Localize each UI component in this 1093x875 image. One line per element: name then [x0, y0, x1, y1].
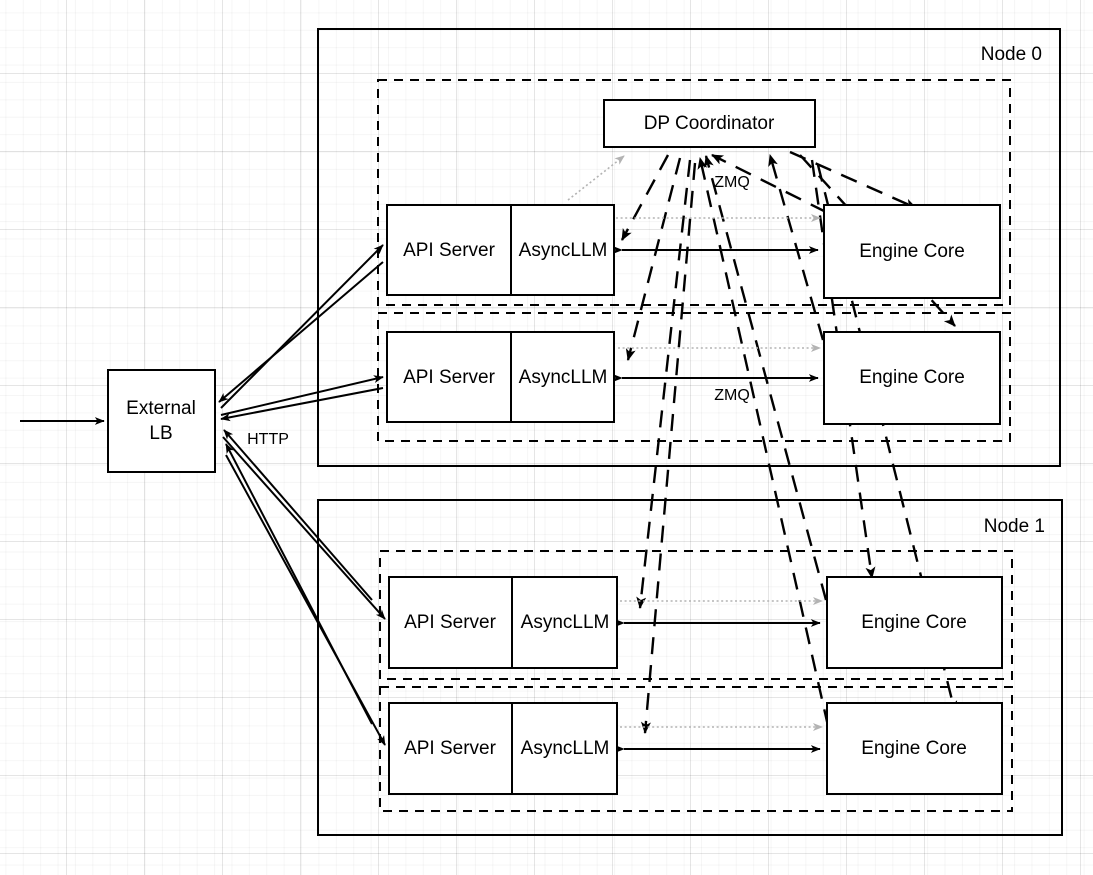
- async-llm-node-n0r1[interactable]: AsyncLLM: [510, 331, 615, 423]
- edge-coordinator-to-asyncllm-n0r1: [625, 157, 682, 361]
- engine-core-node-n1r1[interactable]: Engine Core: [826, 702, 1003, 795]
- api-server-node-n1r0[interactable]: API Server: [388, 576, 513, 669]
- engine-core-node-n1r0[interactable]: Engine Core: [826, 576, 1003, 669]
- async-llm-label: AsyncLLM: [521, 612, 610, 633]
- edge-api-n1r0-to-lb: [223, 429, 373, 601]
- node-1-replica-1-group: [379, 686, 1013, 812]
- node-0-container: Node 0: [317, 28, 1061, 467]
- node-1-label: Node 1: [984, 516, 1045, 537]
- engine-core-node-n0r1[interactable]: Engine Core: [823, 331, 1001, 425]
- engine-core-label: Engine Core: [861, 612, 967, 633]
- node-0-label: Node 0: [981, 44, 1042, 65]
- async-llm-label: AsyncLLM: [521, 738, 610, 759]
- api-server-node-n0r1[interactable]: API Server: [386, 331, 512, 423]
- async-llm-node-n1r1[interactable]: AsyncLLM: [511, 702, 618, 795]
- edge-api-n1r1-to-lb: [225, 443, 373, 725]
- edge-dotted-asyncllm-to-coordinator-n0r0: [567, 155, 625, 201]
- edge-lb-to-api-n0r0: [220, 244, 384, 409]
- dp-coordinator-label: DP Coordinator: [644, 113, 775, 134]
- async-llm-label: AsyncLLM: [519, 367, 608, 388]
- external-lb-label-line2: LB: [149, 423, 172, 444]
- api-server-label: API Server: [403, 240, 496, 261]
- edge-coordinator-to-engine-n0r0: [789, 150, 917, 210]
- api-server-node-n0r0[interactable]: API Server: [386, 204, 512, 296]
- async-llm-label: AsyncLLM: [519, 240, 608, 261]
- dp-coordinator-node[interactable]: DP Coordinator: [603, 99, 816, 148]
- zmq-label-coordinator: ZMQ: [714, 174, 750, 191]
- edge-coordinator-to-asyncllm-n0r0: [620, 154, 670, 241]
- zmq-label-n0r1: ZMQ: [714, 387, 750, 404]
- async-llm-node-n0r0[interactable]: AsyncLLM: [510, 204, 615, 296]
- node-0-replica-0-group: [377, 79, 1011, 306]
- external-lb-label-line1: External: [126, 398, 196, 419]
- engine-core-label: Engine Core: [861, 738, 967, 759]
- edge-engine-n0r0-to-coordinator: [711, 153, 827, 214]
- api-server-label: API Server: [403, 367, 496, 388]
- http-label: HTTP: [247, 431, 289, 448]
- edge-lb-to-api-n0r1: [220, 375, 384, 416]
- api-server-node-n1r1[interactable]: API Server: [388, 702, 513, 795]
- async-llm-node-n1r0[interactable]: AsyncLLM: [511, 576, 618, 669]
- edge-lb-to-api-n1r0: [222, 436, 386, 620]
- edge-coordinator-to-asyncllm-n1r1: [640, 162, 697, 734]
- api-server-label: API Server: [404, 612, 497, 633]
- node-1-container: Node 1: [317, 499, 1063, 836]
- engine-core-label: Engine Core: [859, 241, 965, 262]
- edge-api-n0r0-to-lb: [218, 261, 384, 403]
- edge-coordinator-to-asyncllm-n1r0: [636, 159, 692, 609]
- engine-core-node-n0r0[interactable]: Engine Core: [823, 204, 1001, 299]
- external-lb-node[interactable]: External LB: [107, 369, 216, 473]
- edge-api-n0r1-to-lb: [220, 387, 384, 422]
- engine-core-label: Engine Core: [859, 367, 965, 388]
- api-server-label: API Server: [404, 738, 497, 759]
